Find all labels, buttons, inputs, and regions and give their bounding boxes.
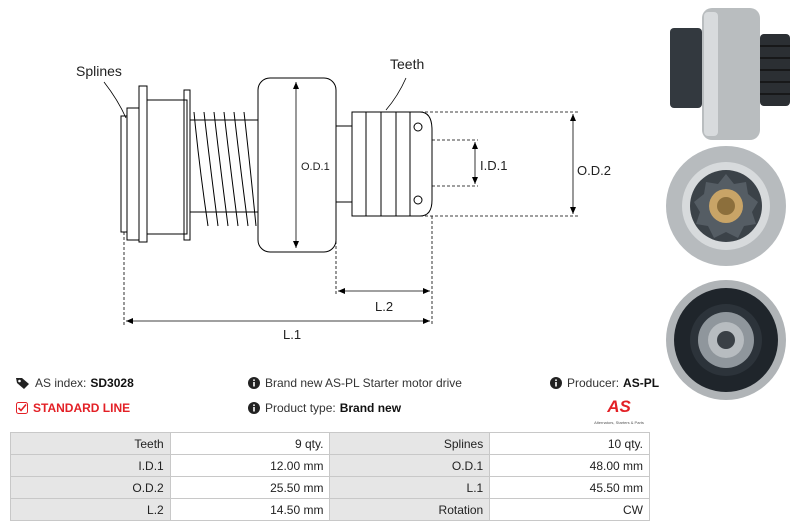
checkbox-checked-icon	[16, 402, 28, 414]
spec-value: 14.50 mm	[169, 498, 331, 521]
table-row: Teeth 9 qty. Splines 10 qty.	[10, 432, 650, 455]
as-index-value: SD3028	[90, 376, 134, 390]
spec-value: 12.00 mm	[169, 454, 331, 477]
spec-value: 9 qty.	[169, 432, 331, 455]
spec-value: 25.50 mm	[169, 476, 331, 499]
spec-key: Teeth	[10, 432, 171, 455]
pinion	[351, 111, 433, 217]
splines-label: Splines	[76, 63, 122, 79]
od1-label: O.D.1	[301, 161, 330, 173]
table-row: L.2 14.50 mm Rotation CW	[10, 498, 650, 521]
l2-label: L.2	[375, 299, 393, 314]
table-row: I.D.1 12.00 mm O.D.1 48.00 mm	[10, 454, 650, 477]
id1-label: I.D.1	[480, 158, 507, 173]
technical-drawing: Splines Teeth O.D.1 I.D.1 O.D.2 L.2 L.1	[76, 56, 611, 342]
spec-key: O.D.2	[10, 476, 171, 499]
spec-value: 10 qty.	[489, 432, 650, 455]
spec-key: Rotation	[329, 498, 491, 521]
spec-key: L.2	[10, 498, 171, 521]
producer-row: Producer: AS-PL	[550, 376, 659, 390]
spec-value: 45.50 mm	[489, 476, 650, 499]
table-row: O.D.2 25.50 mm L.1 45.50 mm	[10, 476, 650, 499]
splines-leader	[103, 81, 127, 119]
as-pl-logo: AS Alternators, Starters & Parts	[588, 397, 650, 425]
brand-row: Brand new AS-PL Starter motor drive	[248, 376, 462, 390]
as-index-label: AS index:	[35, 376, 87, 390]
tag-icon	[16, 378, 29, 389]
product-type-value: Brand new	[339, 401, 402, 415]
producer-label: Producer:	[567, 376, 620, 390]
specifications-table: Teeth 9 qty. Splines 10 qty. I.D.1 12.00…	[10, 432, 650, 521]
product-photo-front	[666, 146, 786, 266]
info-icon	[550, 377, 562, 389]
product-photo-side	[670, 8, 790, 140]
teeth-leader	[385, 77, 407, 111]
spec-key: Splines	[329, 432, 491, 455]
product-type-label: Product type:	[265, 401, 336, 415]
od2-label: O.D.2	[577, 163, 611, 178]
product-type-row: Product type: Brand new	[248, 401, 401, 415]
spec-key: I.D.1	[10, 454, 171, 477]
brand-text: Brand new AS-PL Starter motor drive	[265, 376, 462, 390]
flange	[138, 85, 148, 243]
spec-key: L.1	[329, 476, 491, 499]
producer-value: AS-PL	[623, 376, 660, 390]
spec-value: CW	[489, 498, 650, 521]
standard-line-row: STANDARD LINE	[16, 401, 130, 415]
standard-line-label: STANDARD LINE	[33, 401, 131, 415]
spring	[190, 111, 258, 227]
logo-tagline: Alternators, Starters & Parts	[594, 420, 644, 425]
as-pl-logo-mark: AS	[606, 397, 631, 416]
product-photo-rear	[666, 280, 786, 400]
info-icon	[248, 402, 260, 414]
teeth-label: Teeth	[390, 56, 424, 72]
spline-end	[120, 115, 128, 233]
spec-value: 48.00 mm	[489, 454, 650, 477]
l1-label: L.1	[283, 327, 301, 342]
spec-key: O.D.1	[329, 454, 491, 477]
as-index-row: AS index: SD3028	[16, 376, 134, 390]
svg-text:AS: AS	[606, 397, 631, 415]
info-icon	[248, 377, 260, 389]
